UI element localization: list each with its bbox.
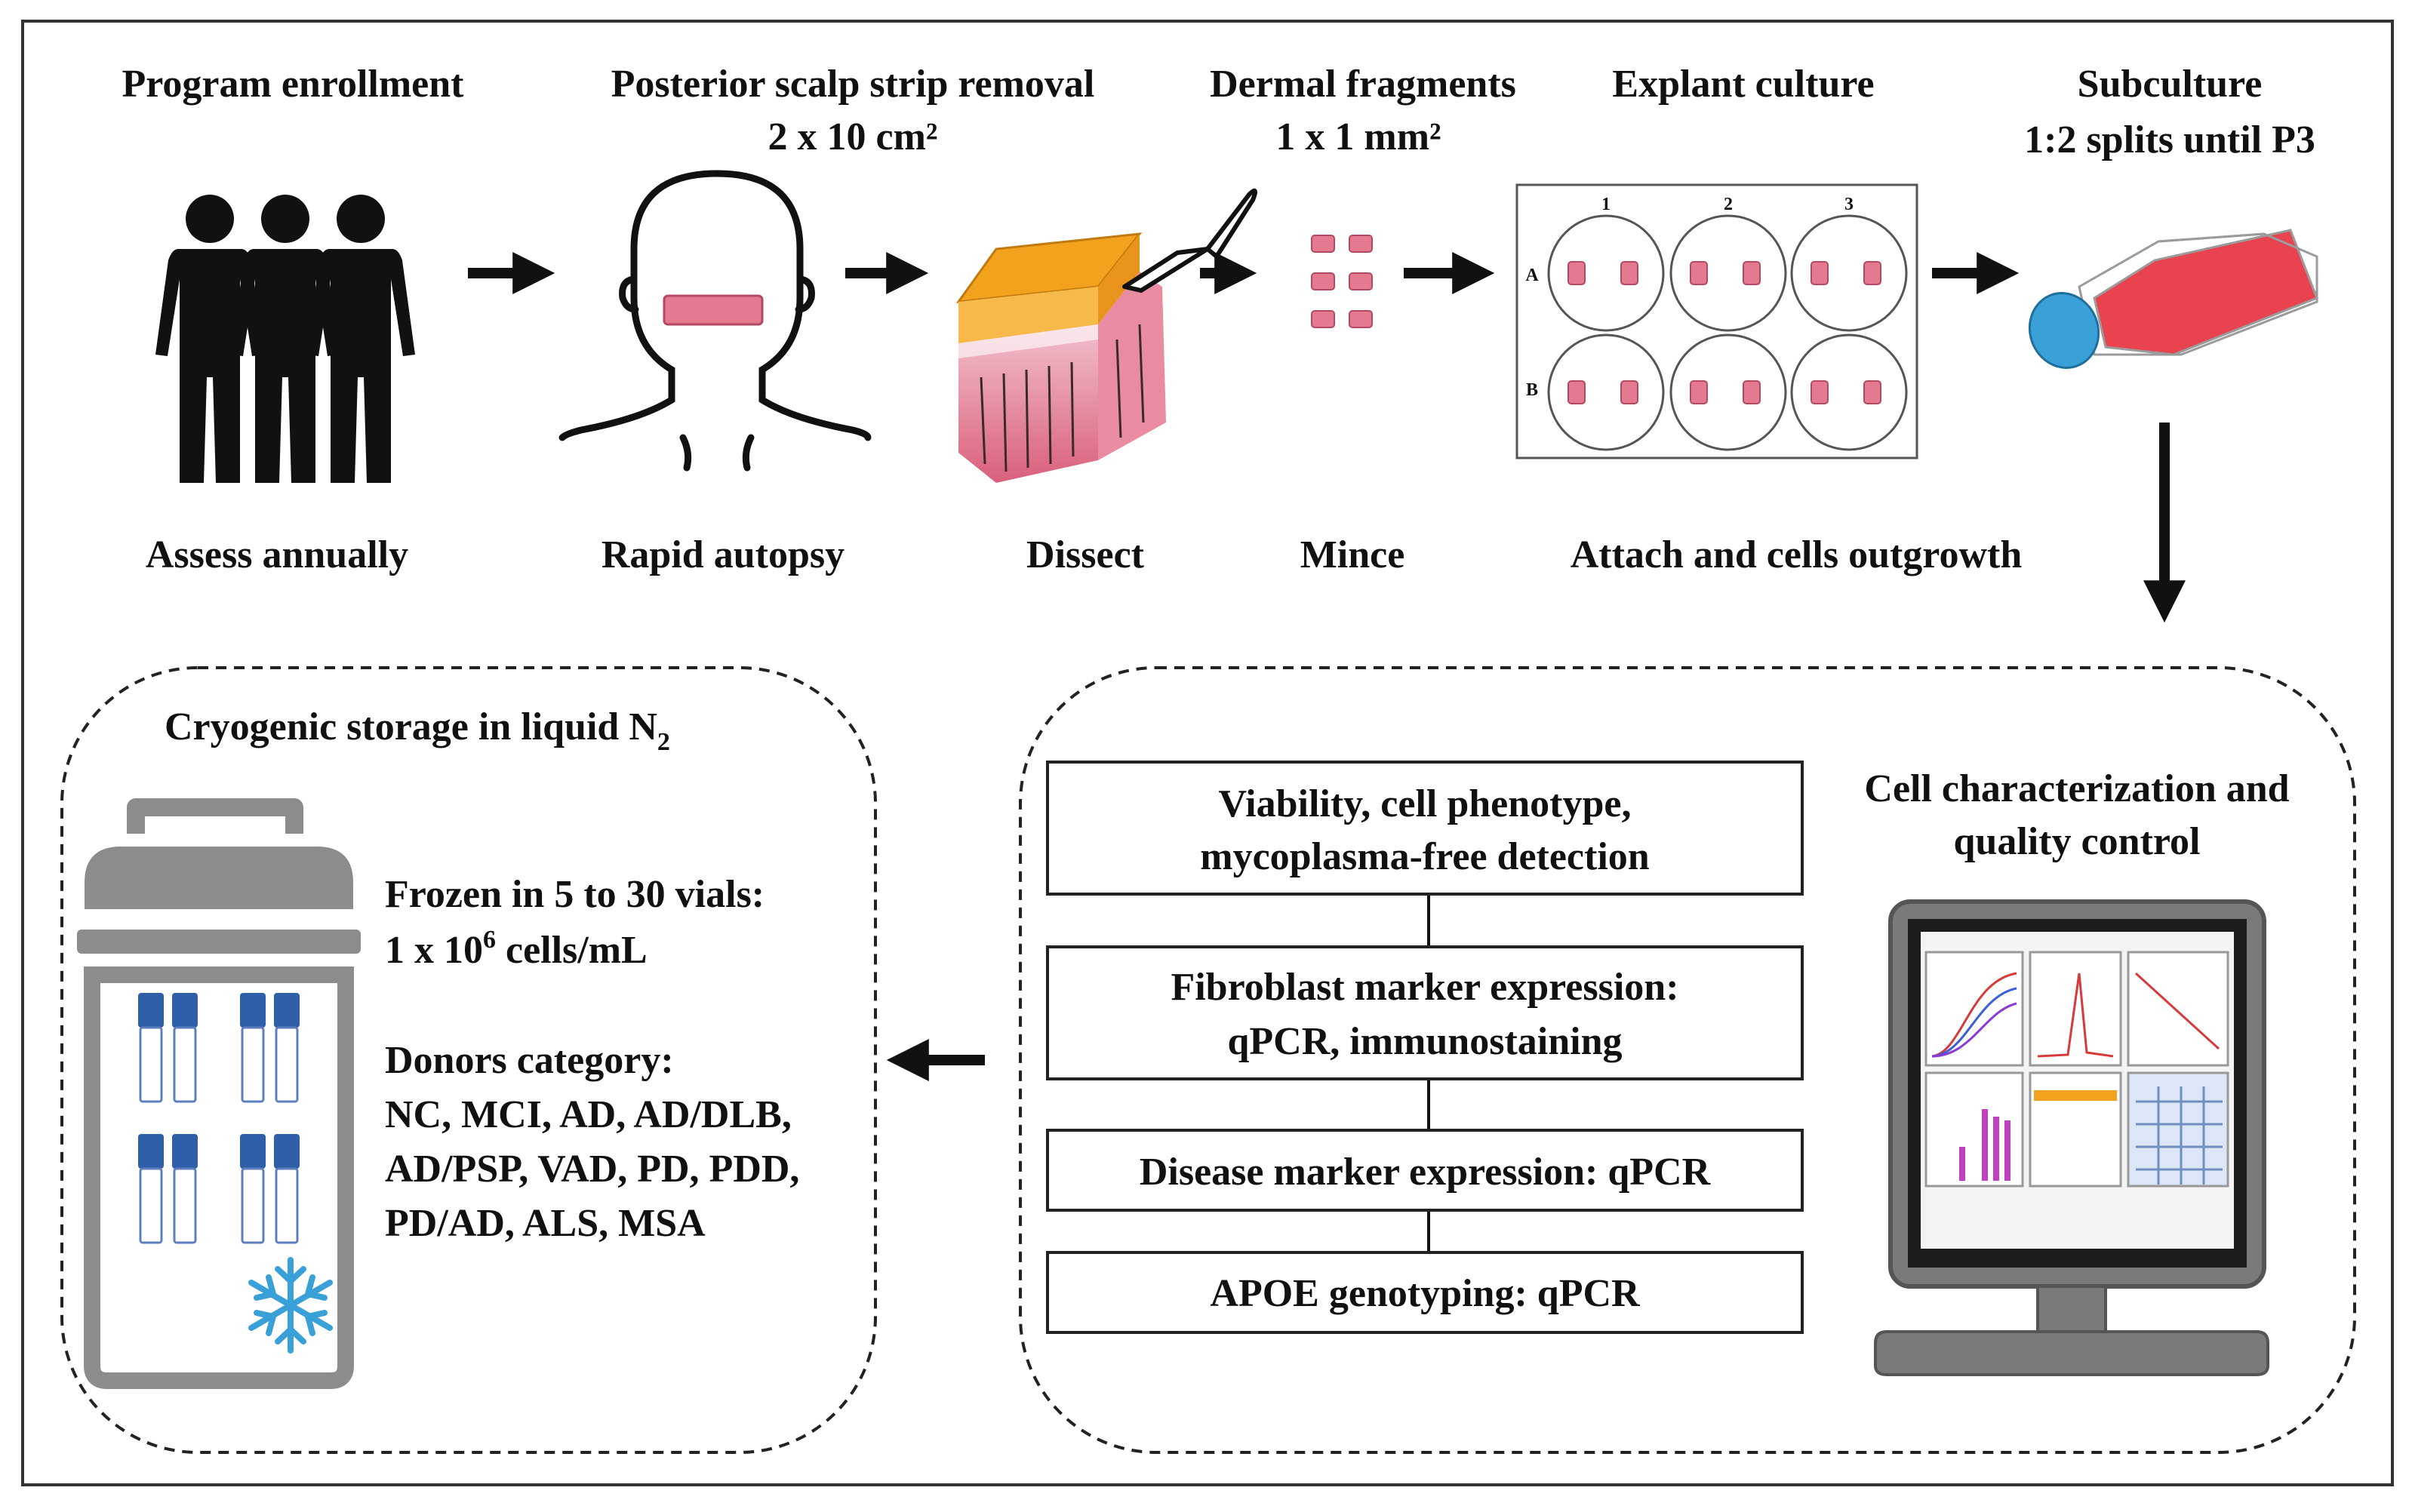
qc-box-viability-line-1: Viability, cell phenotype, — [1219, 782, 1632, 825]
fragments-icon — [1311, 235, 1373, 328]
step-title-enrollment: Program enrollment — [122, 63, 465, 106]
plate-row-a: A — [1525, 266, 1539, 285]
step-title-subculture: Subculture — [2078, 63, 2263, 106]
qc-box-apoe-line-1: APOE genotyping: qPCR — [1210, 1272, 1641, 1315]
plate-col-1: 1 — [1601, 195, 1611, 214]
donors-line-1: NC, MCI, AD, AD/DLB, — [385, 1093, 792, 1136]
frozen-line-1: Frozen in 5 to 30 vials: — [385, 873, 765, 916]
flask-cap — [2028, 292, 2100, 369]
step-title-fragments: Dermal fragments — [1210, 63, 1516, 106]
people-icon — [155, 195, 415, 483]
donors-line-3: PD/AD, ALS, MSA — [385, 1202, 706, 1245]
monitor-screen-charts — [1924, 951, 2229, 1188]
qc-panel — [1019, 666, 2356, 1454]
step-caption-assess: Assess annually — [146, 533, 408, 576]
storage-title-main: Cryogenic storage in liquid N — [165, 705, 657, 748]
vial-icons — [138, 993, 300, 1244]
frozen-unit: cells/mL — [496, 929, 648, 972]
well-plate: 1 2 3 A B — [1515, 183, 1918, 459]
step-caption-mince: Mince — [1300, 533, 1405, 576]
snowflake-icon — [248, 1257, 333, 1354]
step-subtitle-scalp: 2 x 10 cm² — [768, 115, 938, 158]
step-subtitle-subculture: 1:2 splits until P3 — [2024, 118, 2315, 161]
plate-col-2: 2 — [1724, 195, 1733, 214]
outer-frame — [21, 20, 2394, 1486]
step-title-explant: Explant culture — [1612, 63, 1874, 106]
qc-box-fibroblast-line-1: Fibroblast marker expression: — [1171, 966, 1678, 1009]
culture-flask-icon — [2028, 229, 2318, 369]
qc-title-line-1: Cell characterization and — [1864, 767, 2289, 810]
qc-box-disease-line-1: Disease marker expression: qPCR — [1140, 1151, 1712, 1194]
step-caption-attach: Attach and cells outgrowth — [1571, 533, 2023, 576]
frozen-exponent: 6 — [483, 926, 496, 954]
step-subtitle-fragments: 1 x 1 mm² — [1275, 115, 1441, 158]
plate-col-3: 3 — [1844, 195, 1854, 214]
storage-title-subscript: 2 — [657, 728, 670, 756]
head-icon — [558, 170, 872, 472]
qc-box-fibroblast-line-2: qPCR, immunostaining — [1228, 1020, 1623, 1063]
storage-title: Cryogenic storage in liquid N2 — [165, 705, 670, 756]
scalp-strip — [663, 294, 764, 326]
scalpel-icon — [1122, 188, 1258, 293]
plate-row-b: B — [1526, 380, 1538, 400]
qc-box-disease — [1046, 1129, 1804, 1212]
skin-block-icon — [955, 232, 1166, 483]
donors-title: Donors category: — [385, 1039, 674, 1082]
step-caption-autopsy: Rapid autopsy — [601, 533, 845, 576]
flow-arrows — [468, 252, 2186, 1081]
step-title-scalp: Posterior scalp strip removal — [611, 63, 1095, 106]
frozen-concentration: 1 x 10 — [385, 929, 483, 972]
frozen-line-2: 1 x 106 cells/mL — [385, 926, 648, 972]
qc-box-apoe — [1046, 1251, 1804, 1334]
qc-title-line-2: quality control — [1954, 820, 2201, 863]
qc-box-fibroblast — [1046, 945, 1804, 1080]
monitor-icon — [1874, 899, 2269, 1376]
qc-box-viability — [1046, 761, 1804, 896]
qc-box-viability-line-2: mycoplasma-free detection — [1200, 835, 1649, 878]
dewar-icon — [77, 798, 361, 1389]
donors-line-2: AD/PSP, VAD, PD, PDD, — [385, 1148, 799, 1191]
step-caption-dissect: Dissect — [1026, 533, 1145, 576]
